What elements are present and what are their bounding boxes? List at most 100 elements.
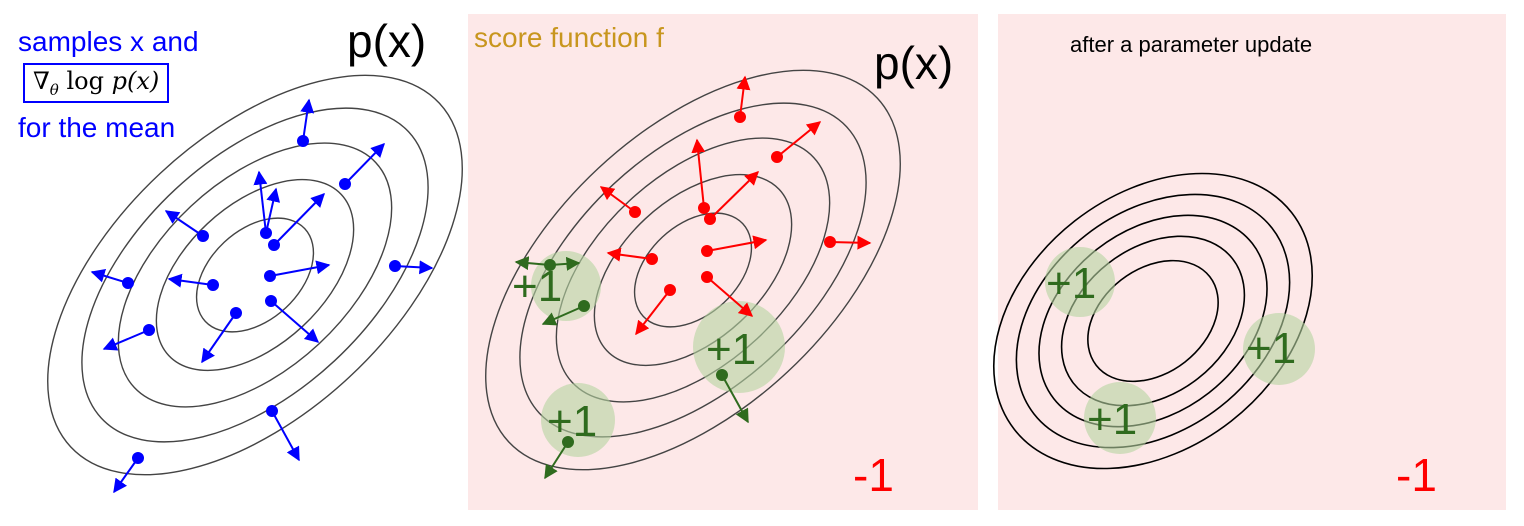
- sample-point: [389, 260, 401, 272]
- sample-point: [701, 271, 713, 283]
- contour-ellipse: [195, 217, 315, 333]
- sample-point: [197, 230, 209, 242]
- plus-one-label: +1: [547, 397, 598, 446]
- gradient-arrow: [344, 142, 385, 185]
- minus-one-label: -1: [853, 449, 894, 501]
- sample-point: [132, 452, 144, 464]
- reward-region: [541, 383, 615, 457]
- positive-regions: [1045, 247, 1315, 454]
- sample-point: [266, 405, 278, 417]
- gaussian-contours: [47, 74, 463, 476]
- sample-point: [268, 239, 280, 251]
- score-function-title: score function f: [474, 22, 664, 53]
- contour-ellipse: [593, 173, 793, 367]
- contour-ellipse: [992, 172, 1314, 470]
- gradient-arrow: [271, 410, 300, 462]
- reward-region: [693, 301, 785, 393]
- gradient-arrow: [164, 210, 204, 237]
- gradient-arrow: [102, 329, 150, 351]
- score-arrow: [706, 235, 768, 252]
- gradient-arrow: [269, 260, 331, 277]
- gradient-arrow: [253, 170, 268, 234]
- gradient-arrow: [394, 260, 434, 275]
- contour-ellipse: [117, 142, 393, 408]
- score-arrow: [706, 276, 754, 317]
- sample-point: [771, 151, 783, 163]
- gradient-arrow: [113, 457, 139, 494]
- gradient-arrow: [300, 98, 315, 142]
- sample-point: [664, 284, 676, 296]
- after-update-title: after a parameter update: [1070, 32, 1313, 57]
- reward-region: [1243, 313, 1315, 385]
- gradient-arrow: [167, 273, 214, 288]
- contour-ellipse: [155, 178, 355, 372]
- p-symbol: p: [111, 67, 127, 95]
- score-arrow: [776, 121, 822, 158]
- sample-point: [824, 236, 836, 248]
- sample-point: [230, 307, 242, 319]
- plus-one-label: +1: [1046, 259, 1097, 308]
- score-arrow: [736, 75, 751, 118]
- sample-point: [297, 135, 309, 147]
- panel1-figure: [47, 74, 463, 494]
- sample-point: [698, 202, 710, 214]
- plus-one-label: +1: [706, 325, 757, 374]
- gaussian-contours: [992, 172, 1314, 470]
- panel-score-function: score function f p(x) +1 +1 +1 -1: [468, 0, 978, 526]
- plus-one-label: +1: [512, 262, 563, 311]
- score-arrow: [541, 305, 585, 326]
- sample-point: [122, 277, 134, 289]
- px-label: p(x): [874, 37, 954, 89]
- gradient-arrow: [265, 187, 281, 234]
- x-argument: (x): [126, 67, 160, 95]
- plus-one-label: +1: [1246, 324, 1297, 373]
- nabla-symbol: ∇: [33, 67, 50, 95]
- panel-samples: samples x and ∇θ log p(x) for the mean p…: [0, 0, 463, 526]
- contour-ellipse: [633, 212, 753, 328]
- gradient-arrow: [90, 268, 129, 284]
- sample-point: [544, 259, 556, 271]
- score-arrow: [635, 289, 671, 336]
- score-arrow: [606, 247, 653, 262]
- panel-after-update: after a parameter update +1 +1 +1 -1: [992, 0, 1506, 526]
- contour-ellipse: [47, 74, 463, 476]
- gradient-arrow: [273, 193, 325, 246]
- contour-ellipse: [81, 107, 429, 443]
- panel3-figure: [992, 172, 1315, 470]
- sample-arrows: [90, 98, 434, 494]
- score-arrow: [691, 138, 706, 209]
- theta-subscript: θ: [49, 80, 59, 99]
- score-arrow: [721, 374, 749, 424]
- grad-log-p-formula: ∇θ log p(x): [23, 63, 170, 103]
- sample-point: [734, 111, 746, 123]
- contour-ellipse: [1015, 193, 1291, 449]
- samples-label: samples x and: [18, 26, 199, 57]
- sample-point: [578, 300, 590, 312]
- px-label: p(x): [347, 15, 427, 67]
- sample-point: [629, 206, 641, 218]
- sample-point: [265, 295, 277, 307]
- gradient-arrow: [270, 300, 320, 343]
- sample-point: [143, 324, 155, 336]
- minus-one-label: -1: [1396, 449, 1437, 501]
- score-arrow: [544, 441, 569, 480]
- plus-one-label: +1: [1087, 395, 1138, 444]
- panel2-figure: [485, 69, 901, 480]
- reward-region: [1084, 382, 1156, 454]
- negative-sample-arrows: [599, 75, 872, 336]
- score-arrow: [829, 235, 872, 250]
- score-arrow: [709, 171, 760, 220]
- sample-point: [339, 178, 351, 190]
- sample-point: [704, 213, 716, 225]
- sample-point: [207, 279, 219, 291]
- reward-region: [1045, 247, 1115, 317]
- for-the-mean-label: for the mean: [18, 112, 176, 143]
- sample-point: [701, 245, 713, 257]
- contour-ellipse: [1038, 214, 1268, 428]
- positive-sample-arrows: [514, 256, 749, 480]
- sample-point: [264, 270, 276, 282]
- sample-point: [716, 369, 728, 381]
- contour-ellipse: [1087, 259, 1219, 383]
- sample-point: [646, 253, 658, 265]
- gradient-arrow: [201, 312, 237, 364]
